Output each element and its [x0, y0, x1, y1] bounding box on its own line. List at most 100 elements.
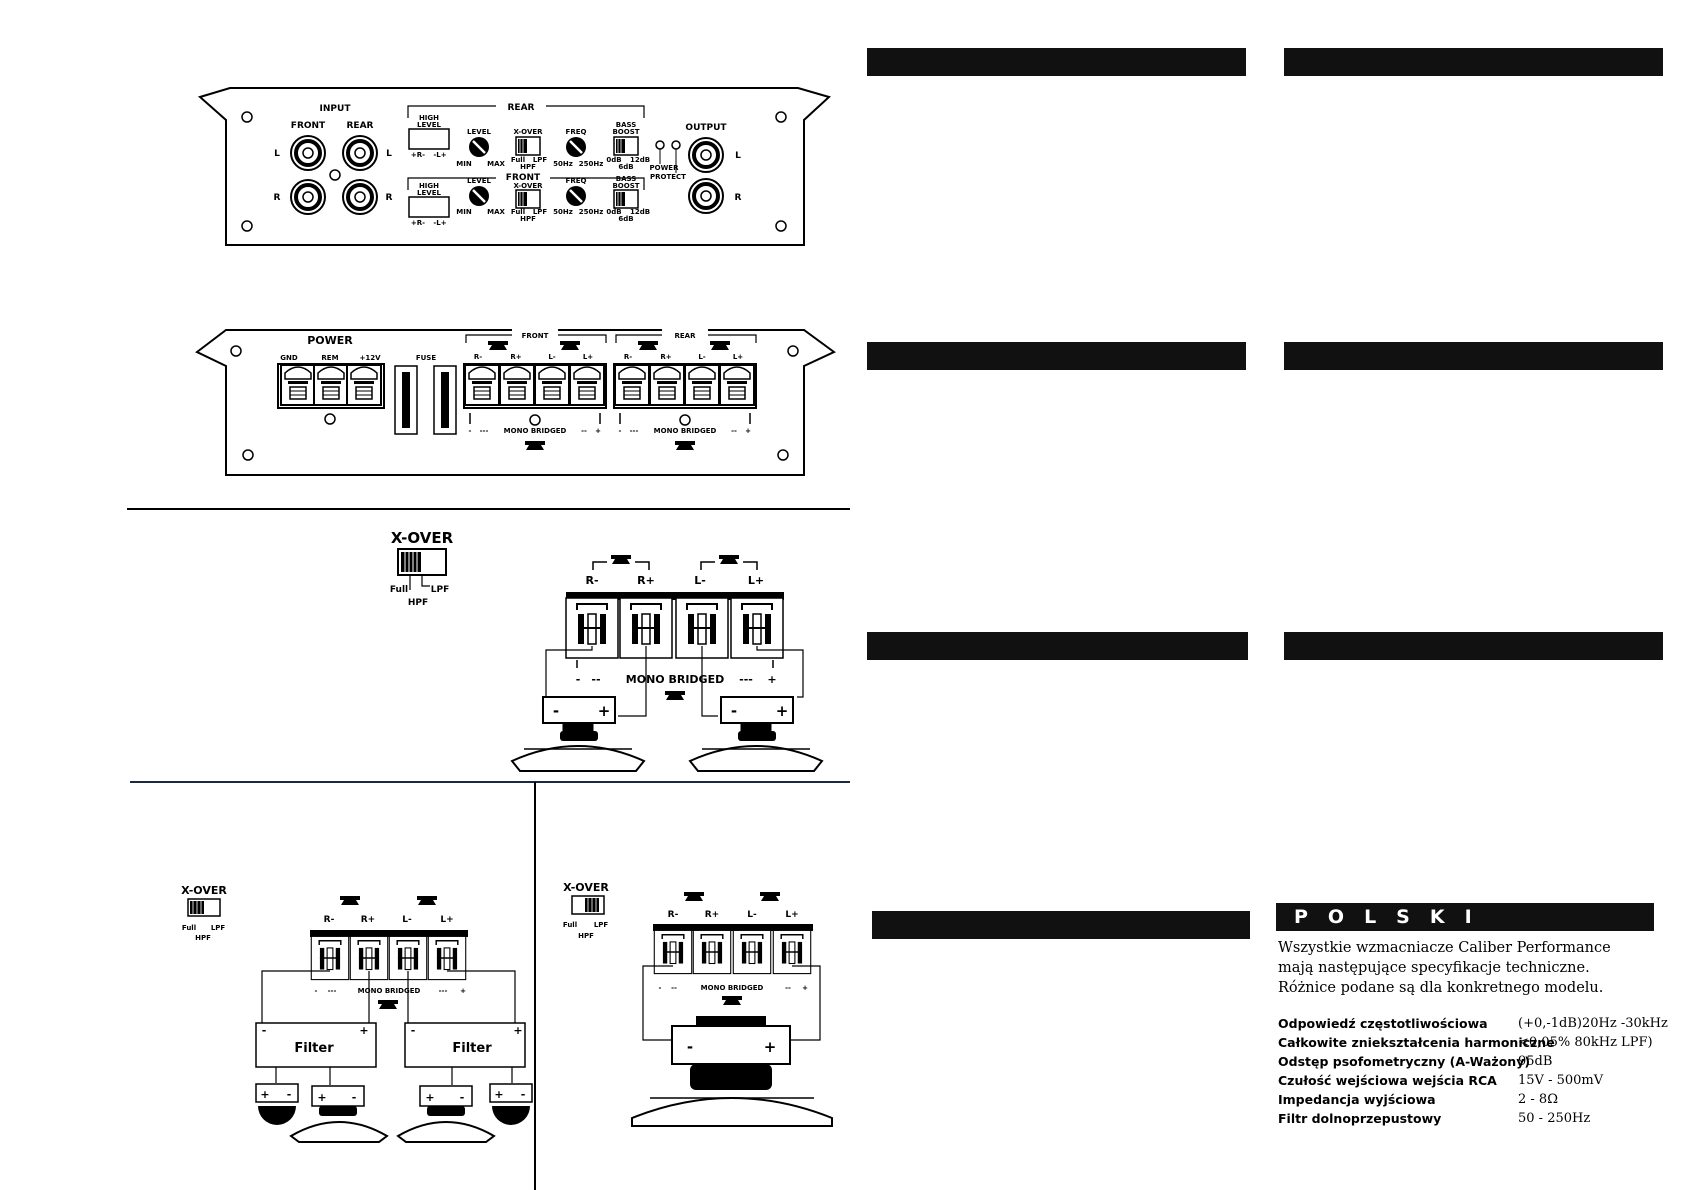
- freq-knob[interactable]: [564, 135, 588, 159]
- rem-terminal[interactable]: [313, 364, 349, 406]
- spec-row: Filtr dolnoprzepustowy 50 - 250Hz: [1278, 1111, 1678, 1130]
- xover-switch[interactable]: [515, 189, 541, 209]
- rear-terminal[interactable]: [719, 364, 755, 406]
- bass-label: BASS: [616, 121, 637, 129]
- db0-label: 0dB: [606, 156, 621, 164]
- max-label: MAX: [487, 208, 505, 216]
- sub-diagram: X-OVER Full LPF HPF R- R+ L- L+ - -- MON…: [563, 881, 833, 1127]
- input-label: INPUT: [320, 104, 352, 114]
- intro-line-2: mają następujące specyfikacje techniczne…: [1278, 960, 1590, 976]
- xover-switch[interactable]: [515, 136, 541, 156]
- lplus-label: L+: [583, 353, 593, 361]
- xover-label: X-OVER: [181, 884, 227, 897]
- high-level-input[interactable]: [408, 196, 450, 218]
- dash-label: ---: [739, 673, 753, 686]
- dash-label: ---: [439, 987, 448, 995]
- db0-label: 0dB: [606, 208, 621, 216]
- rplus-label: R+: [361, 915, 375, 925]
- spec-value: 50 - 250Hz: [1518, 1111, 1591, 1126]
- plus-label: +: [595, 427, 601, 435]
- v12-terminal[interactable]: [346, 364, 382, 406]
- spec-value: (+0,-1dB)20Hz -30kHz: [1518, 1016, 1668, 1031]
- spec-value: 15V - 500mV: [1518, 1073, 1604, 1088]
- hpf-label: HPF: [578, 932, 594, 940]
- section-bar-1: [867, 48, 1246, 76]
- level-knob[interactable]: [467, 135, 491, 159]
- hz50-label: 50Hz: [553, 208, 573, 216]
- spec-label: Odpowiedź częstotliwościowa: [1278, 1016, 1488, 1031]
- filter-terminal[interactable]: [427, 935, 467, 981]
- polski-heading: POLSKI: [1276, 903, 1654, 931]
- hpf-label: HPF: [408, 598, 428, 608]
- power-panel: POWER GND REM +12V FUSE FRONT R- R+ L- L…: [195, 328, 836, 476]
- plus-label: +: [745, 427, 751, 435]
- mono-bridged-label: MONO BRIDGED: [358, 987, 421, 995]
- subwoofer-cone: [631, 1097, 833, 1127]
- lpf-label: LPF: [431, 585, 449, 595]
- speaker-icon: [719, 555, 739, 564]
- high-level-label: HIGH: [419, 114, 439, 122]
- minus-label: -: [287, 1088, 292, 1101]
- full-label: Full: [563, 921, 577, 929]
- speaker-icon: [378, 1000, 398, 1009]
- freq-label: FREQ: [566, 177, 587, 185]
- lminus-label: L-: [694, 574, 706, 587]
- spec-row: Impedancja wyjściowa 2 - 8Ω: [1278, 1092, 1678, 1111]
- sub-terminal[interactable]: [653, 929, 693, 975]
- level-knob[interactable]: [467, 184, 491, 208]
- speaker-icon: [340, 896, 360, 905]
- hpf-label: HPF: [520, 163, 536, 171]
- min-label: MIN: [456, 160, 472, 168]
- rplus-label: R+: [705, 910, 719, 920]
- db12-label: 12dB: [630, 208, 650, 216]
- bass-boost-switch[interactable]: [613, 136, 639, 156]
- minus-label: -: [315, 987, 318, 995]
- front-terminal[interactable]: [534, 364, 570, 406]
- section-bar-5: [867, 632, 1248, 660]
- rplus-label: R+: [660, 353, 671, 361]
- spec-label: Czułość wejściowa wejścia RCA: [1278, 1073, 1497, 1088]
- sub-terminal[interactable]: [692, 929, 732, 975]
- rminus-label: R-: [324, 915, 335, 925]
- rear-terminal[interactable]: [684, 364, 720, 406]
- front-terminal[interactable]: [499, 364, 535, 406]
- freq-label: FREQ: [566, 128, 587, 136]
- rear-terminal[interactable]: [614, 364, 650, 406]
- spec-label: Impedancja wyjściowa: [1278, 1092, 1436, 1107]
- gnd-terminal[interactable]: [280, 364, 316, 406]
- spec-table: Odpowiedź częstotliwościowa (+0,-1dB)20Hz…: [1278, 1016, 1678, 1130]
- fuse-label: FUSE: [416, 354, 437, 362]
- rear-section-label: REAR: [508, 103, 535, 113]
- spec-value: 2 - 8Ω: [1518, 1092, 1558, 1107]
- sub-terminal[interactable]: [772, 929, 812, 975]
- minus-label: -: [460, 1091, 465, 1104]
- filter-terminal[interactable]: [310, 935, 350, 981]
- high-level-label: LEVEL: [417, 189, 441, 197]
- hz250-label: 250Hz: [579, 208, 604, 216]
- section-bar-6: [1284, 632, 1663, 660]
- high-level-label: HIGH: [419, 182, 439, 190]
- spec-label: Filtr dolnoprzepustowy: [1278, 1111, 1442, 1126]
- ll-label: -L+: [433, 219, 446, 227]
- high-level-input[interactable]: [408, 128, 450, 150]
- plus-label: +: [802, 984, 808, 992]
- dash-label: --: [731, 427, 737, 435]
- plus-label: +: [494, 1088, 503, 1101]
- speaker-icon: [611, 555, 631, 564]
- lplus-label: L+: [733, 353, 743, 361]
- speaker-terminal-box: [720, 696, 794, 724]
- input-panel: INPUT FRONT REAR L R L R REAR HIGH LEVEL…: [197, 87, 831, 246]
- bass-boost-switch[interactable]: [613, 189, 639, 209]
- speaker-icon: [722, 996, 742, 1005]
- min-label: MIN: [456, 208, 472, 216]
- front-terminal[interactable]: [569, 364, 605, 406]
- front-terminal[interactable]: [464, 364, 500, 406]
- tweeter: [258, 1106, 296, 1125]
- speaker-cone: [688, 745, 824, 772]
- sub-terminal[interactable]: [732, 929, 772, 975]
- ll-label: -L+: [433, 151, 446, 159]
- spec-row: Odstęp psofometryczny (A-Ważony)95dB: [1278, 1054, 1678, 1073]
- freq-knob[interactable]: [564, 184, 588, 208]
- rear-terminal[interactable]: [649, 364, 685, 406]
- filter-diagram: X-OVER Full LPF HPF R- R+ L- L+ - --- MO…: [181, 884, 533, 1143]
